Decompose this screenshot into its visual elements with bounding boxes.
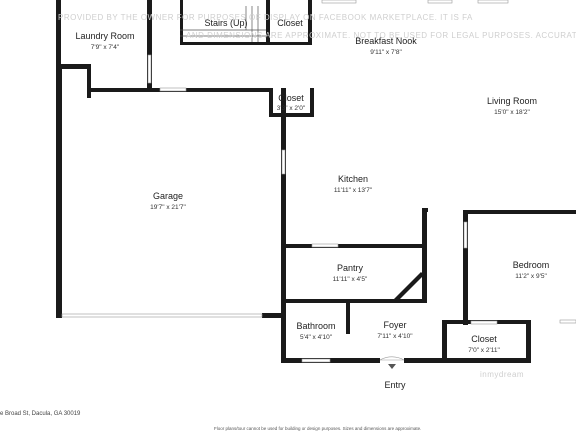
wall-closet-top-bottom [266,42,312,45]
wall-bath-left [281,300,286,363]
wall-closet-mid-right [310,88,314,116]
window-top-living-2 [477,0,509,4]
entry-arrow-icon [388,364,396,369]
wall-pantry-diagonal [394,272,424,301]
entry-door [379,356,405,361]
wall-closet-bot-right [526,320,531,363]
wall-garage-top-left [56,64,90,69]
wall-stairs-left [180,0,183,45]
entry-label: Entry [384,380,406,390]
garage-door [61,313,263,318]
room-name-living: Living Room [487,96,537,106]
wall-pantry-top [283,244,425,248]
watermark-line1: PROVIDED BY THE OWNER FOR PURPOSES OF DI… [58,13,473,22]
wall-laundry-left [56,0,61,64]
wall-pantry-right [422,210,427,302]
room-name-foyer: Foyer [383,320,406,330]
room-name-bedroom: Bedroom [513,260,550,270]
wall-garage-right [281,88,286,318]
window-bed-right [559,319,576,324]
wall-closet-bot-bottom [442,358,531,363]
watermark-line2: AND DIMENSIONS ARE APPROXIMATE. NOT TO B… [186,31,576,40]
walls [56,0,576,363]
window-closet-bot [470,320,498,325]
room-dim-bathroom: 5'4" x 4'10" [300,334,333,341]
window-bed-side [463,221,468,249]
disclaimer-text: Floor plans/tour cannot be used for buil… [214,426,422,431]
wall-closet-top-right [308,0,312,45]
room-dim-laundry: 7'9" x 7'4" [91,44,120,51]
window-pantry-door [311,243,339,248]
wall-garage-bottom-right [262,313,286,318]
room-name-closet-mid: Closet [278,93,304,103]
room-name-closet-top: Closet [277,18,303,28]
room-dim-nook: 9'11" x 7'8" [370,49,402,56]
room-name-pantry: Pantry [337,263,364,273]
address-text: e Broad St, Dacula, GA 30019 [0,411,81,417]
room-dim-closet-mid: 3'3" x 2'0" [277,105,306,112]
room-dim-foyer: 7'11" x 4'10" [377,333,413,340]
window-top-living [427,0,453,4]
wall-closet-mid-left [269,88,273,116]
room-name-bathroom: Bathroom [296,321,335,331]
wall-closet-mid-bottom [269,113,314,117]
room-dim-garage: 19'7" x 21'7" [150,204,186,211]
windows [61,0,576,363]
watermark-corner: inmydream [480,370,524,379]
room-name-kitchen: Kitchen [338,174,368,184]
window-garage-top [159,87,187,92]
wall-bed-top [463,210,576,214]
window-top-nook [321,0,357,4]
wall-bath-right [346,300,350,334]
room-dim-pantry: 11'11" x 4'5" [333,276,368,283]
wall-closet-top-left [266,0,270,45]
wall-foyer-bottom [404,358,444,363]
wall-bath-bottom [281,358,380,363]
wall-kitchen-stub [422,208,428,212]
wall-garage-left [56,64,62,318]
room-name-garage: Garage [153,191,183,201]
window-bath [301,358,331,363]
wall-laundry-right [147,0,152,88]
wall-closet-bot-left [442,320,447,363]
room-name-stairs: Stairs (Up) [204,18,247,28]
room-name-nook: Breakfast Nook [355,36,417,46]
room-dim-kitchen: 11'11" x 13'7" [334,187,373,194]
room-name-laundry: Laundry Room [75,31,134,41]
wall-pantry-bottom [283,299,427,303]
window-laundry [147,54,152,84]
room-dim-living: 15'0" x 18'2" [494,109,530,116]
window-kitchen [281,149,286,175]
wall-stairs-bottom [180,42,268,45]
stairs-treads [180,6,266,42]
room-name-closet-bot: Closet [471,334,497,344]
room-dim-bedroom: 11'2" x 9'5" [515,273,547,280]
wall-garage-notch [87,64,91,98]
room-dim-closet-bot: 7'0" x 2'11" [468,347,500,354]
wall-bed-left [463,210,468,325]
